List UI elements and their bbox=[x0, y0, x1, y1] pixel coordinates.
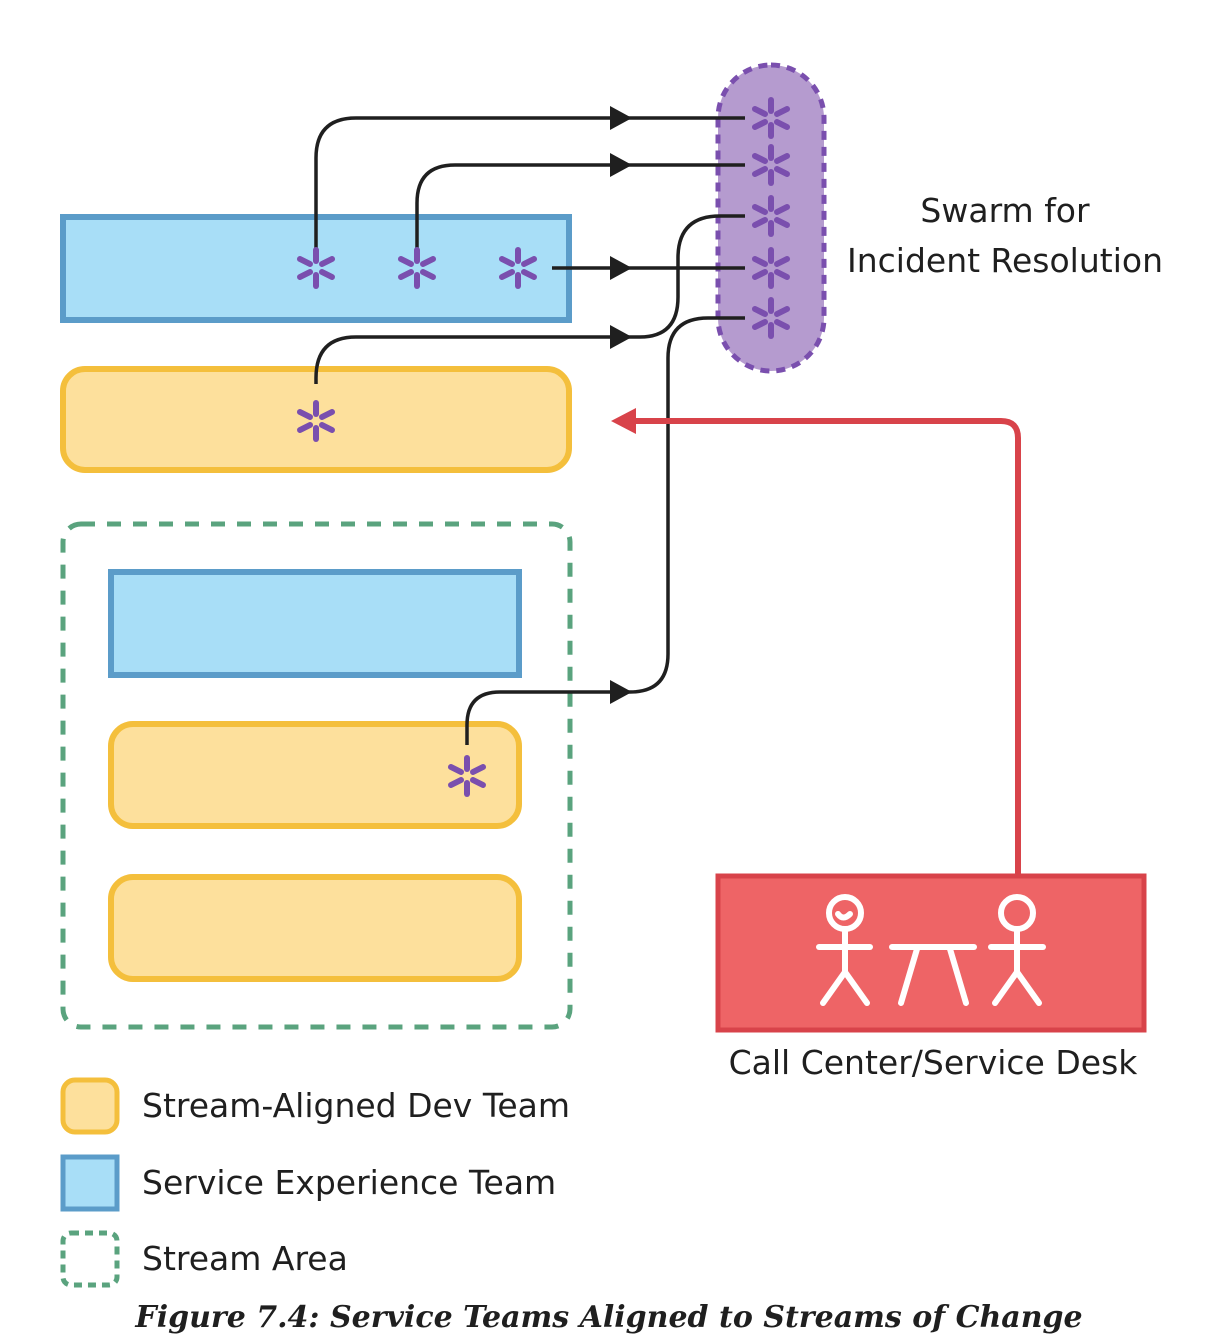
arrowhead bbox=[610, 106, 632, 130]
escalation-arrow bbox=[630, 418, 1021, 876]
legend-label-stream-area: Stream Area bbox=[142, 1239, 348, 1278]
figure-caption: Figure 7.4: Service Teams Aligned to Str… bbox=[135, 1300, 1083, 1335]
call-center-box bbox=[715, 873, 1147, 1033]
legend-swatch-stream-area bbox=[60, 1230, 120, 1288]
connector-line bbox=[314, 214, 745, 384]
arrowhead bbox=[610, 325, 632, 349]
connector-line bbox=[314, 116, 745, 252]
team-stream-aligned-3 bbox=[108, 874, 522, 982]
legend-swatch-service-experience bbox=[60, 1154, 120, 1212]
arrowhead bbox=[610, 256, 632, 280]
arrowhead bbox=[610, 153, 632, 177]
swarm-pill bbox=[715, 62, 827, 374]
team-stream-aligned-2 bbox=[108, 721, 522, 829]
team-stream-aligned-1 bbox=[60, 366, 572, 473]
escalation-arrowhead bbox=[611, 408, 636, 434]
connector-line bbox=[465, 316, 745, 745]
stream-area bbox=[60, 521, 573, 1030]
arrowhead bbox=[610, 680, 632, 704]
call-center-label: Call Center/Service Desk bbox=[728, 1043, 1138, 1082]
legend-label-stream-aligned: Stream-Aligned Dev Team bbox=[142, 1086, 571, 1125]
legend-label-service-experience: Service Experience Team bbox=[142, 1163, 557, 1202]
call-center-icon bbox=[816, 894, 1046, 1006]
team-service-experience-2 bbox=[108, 569, 522, 678]
connector-line bbox=[415, 163, 745, 252]
legend-swatch-stream-aligned bbox=[60, 1077, 120, 1135]
swarm-label: Swarm for Incident Resolution bbox=[847, 191, 1163, 280]
